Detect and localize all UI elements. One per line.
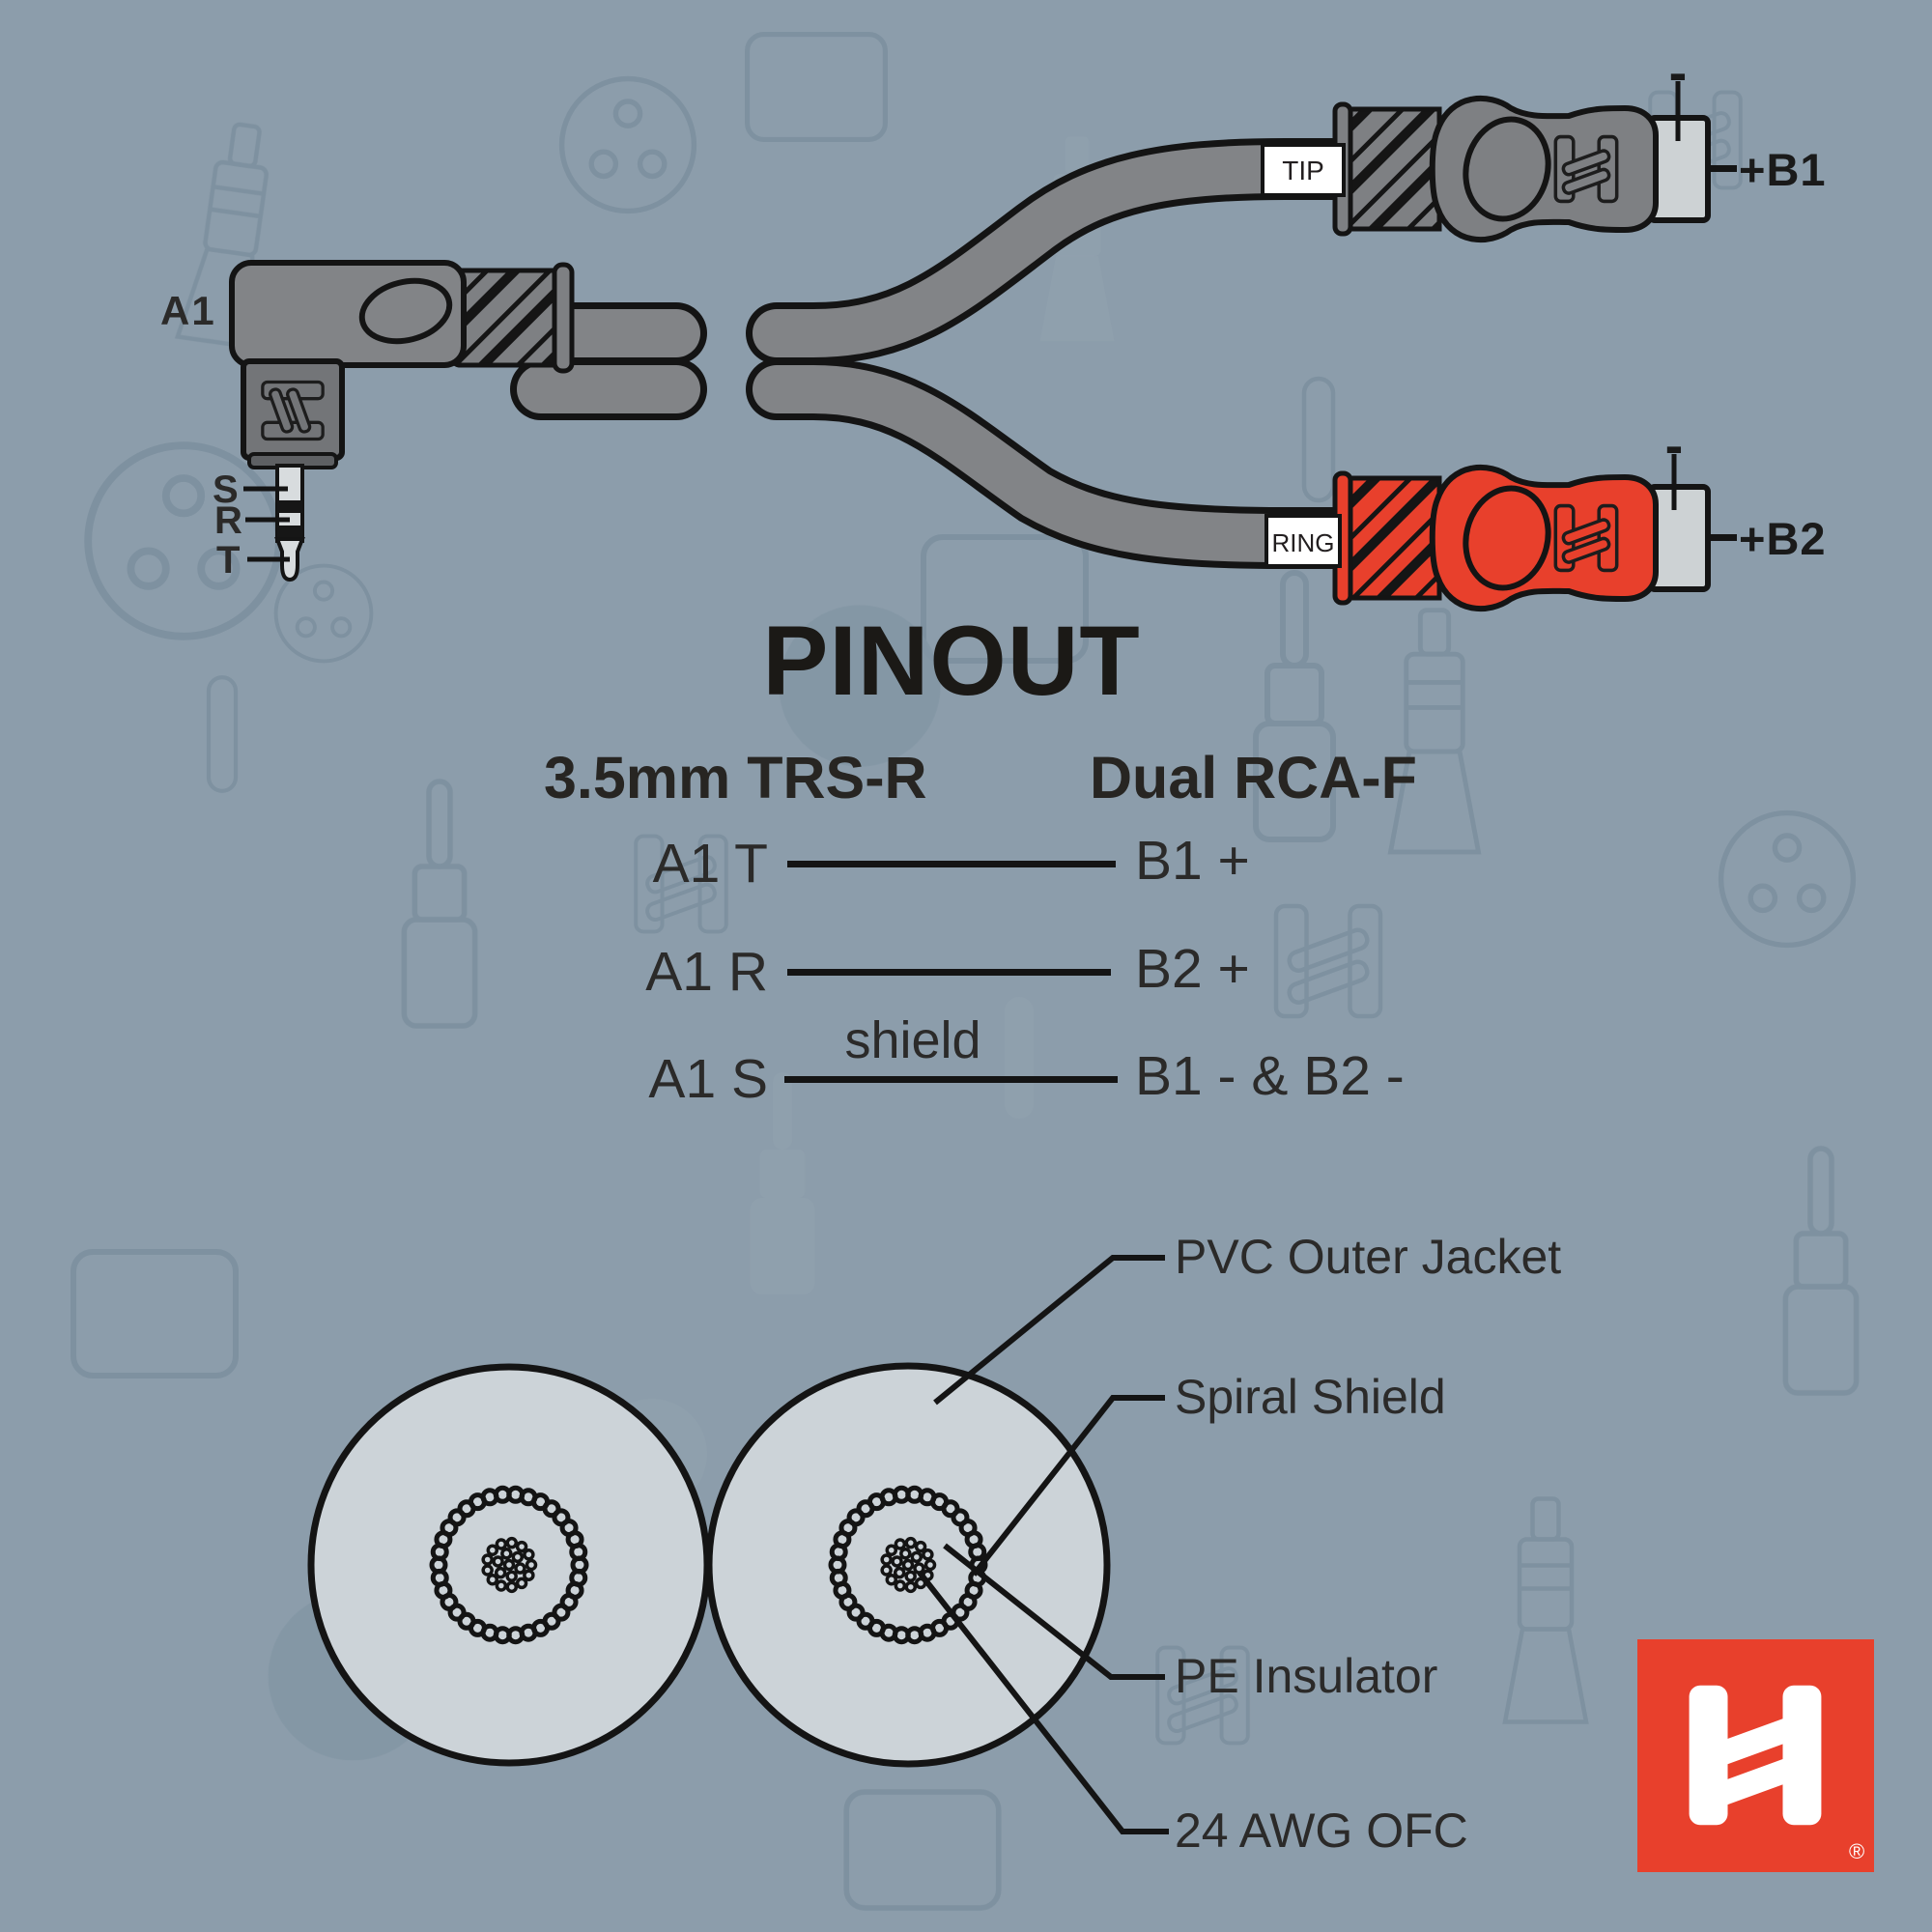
dual-cable-y-split — [746, 138, 1393, 569]
connector-a1-label: A1 — [160, 288, 216, 333]
pinout-connection-line — [787, 861, 1116, 867]
pinout-connection-line — [787, 969, 1111, 976]
shield-note: shield — [844, 1011, 981, 1069]
tip-tag-box — [1261, 143, 1346, 197]
tip-tag: TIP — [1282, 156, 1324, 185]
conductor-strands — [481, 1536, 538, 1594]
cross-section-right-jacket — [705, 1362, 1111, 1768]
tip-label: T — [216, 539, 241, 582]
pinout-row-left: A1 S — [648, 1048, 768, 1110]
trs-connector-a1 — [229, 260, 575, 582]
callout-spiral-shield: Spiral Shield — [1175, 1370, 1446, 1424]
logo-background — [1637, 1639, 1874, 1872]
pinout-row-left: A1 T — [652, 833, 768, 895]
rca-connector-b2 — [1332, 454, 1737, 611]
pinout-right-header: Dual RCA-F — [1090, 745, 1417, 810]
trs-plug-shaft — [274, 464, 305, 582]
b1-plus-label: +B1 — [1739, 144, 1827, 195]
ring-label: R — [214, 499, 242, 542]
b2-plus-label: +B2 — [1739, 513, 1827, 564]
ring-tag-box — [1264, 514, 1342, 568]
pinout-connection-line — [784, 1076, 1118, 1083]
spiral-shield-ring — [429, 1485, 589, 1645]
strain-relief-crosshatch — [452, 270, 560, 365]
b1-minus-label: - — [1668, 42, 1688, 102]
callout-awg-ofc: 24 AWG OFC — [1175, 1804, 1468, 1858]
pinout-row-right: B2 + — [1135, 938, 1250, 1000]
pinout-left-header: 3.5mm TRS-R — [544, 745, 927, 810]
conductor-strands — [880, 1536, 937, 1594]
b2-minus-label: - — [1664, 414, 1684, 475]
pinout-row-right: B1 + — [1135, 830, 1250, 892]
page-title: PINOUT — [762, 606, 1141, 716]
grip-dimple — [358, 277, 453, 345]
rca-connector-b1 — [1332, 81, 1737, 242]
ring-tag: RING — [1271, 528, 1335, 557]
pinout-row-left: A1 R — [645, 941, 768, 1003]
srt-pointer-lines — [243, 486, 290, 562]
callout-pvc-jacket: PVC Outer Jacket — [1175, 1230, 1562, 1284]
registered-mark: ® — [1849, 1839, 1865, 1863]
callout-pe-insulator: PE Insulator — [1175, 1649, 1438, 1703]
pinout-row-right: B1 - & B2 - — [1135, 1045, 1405, 1107]
cable-illustration — [229, 81, 1737, 611]
sleeve-label: S — [213, 469, 239, 511]
callout-leader-lines — [917, 1255, 1169, 1834]
